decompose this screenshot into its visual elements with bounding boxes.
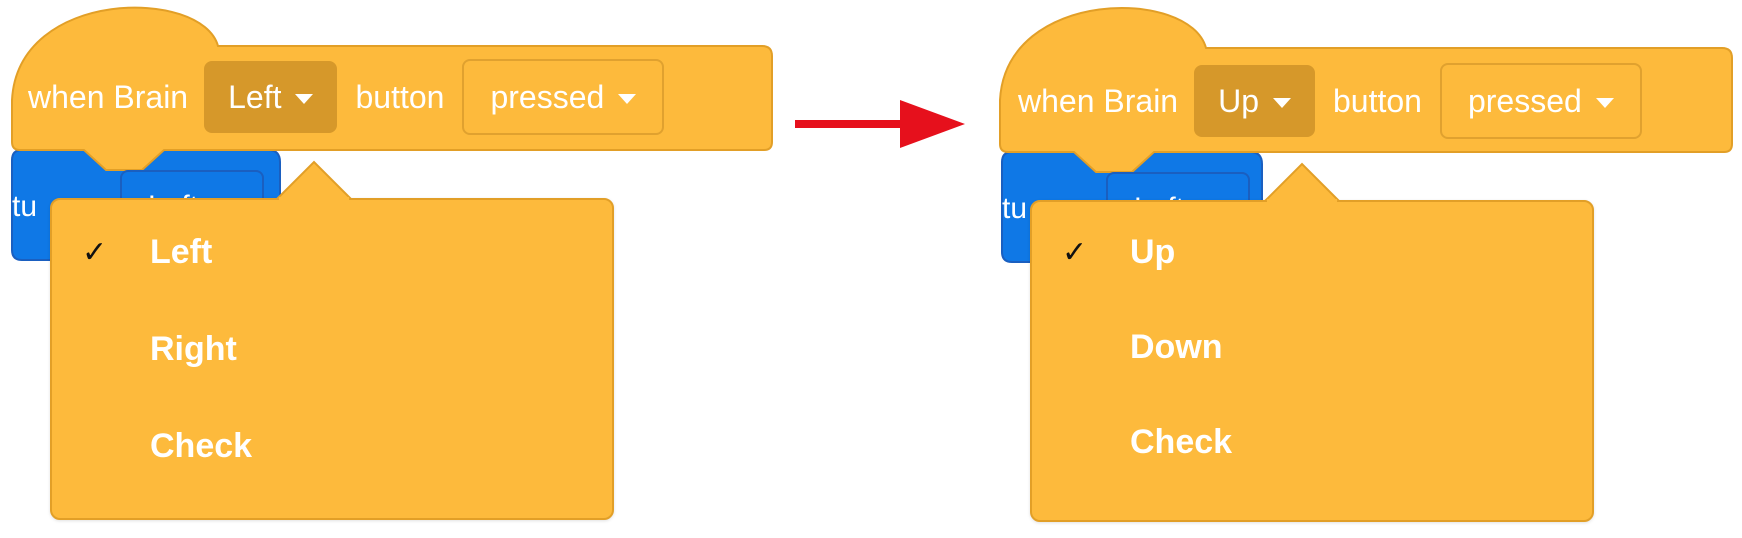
check-icon: ✓ xyxy=(1062,234,1088,270)
button-key-dropdown[interactable]: Up xyxy=(1194,65,1315,137)
turn-block-label: tu xyxy=(1002,192,1028,225)
event-dropdown[interactable]: pressed xyxy=(462,59,665,135)
menu-item-check[interactable]: Check xyxy=(52,411,612,481)
when-brain-label: when Brain xyxy=(28,78,189,115)
button-key-value: Left xyxy=(228,78,282,115)
menu-item-up[interactable]: ✓ Up xyxy=(1032,217,1592,287)
menu-item-check[interactable]: Check xyxy=(1032,407,1592,477)
event-value: pressed xyxy=(490,78,605,115)
menu-item-label: Check xyxy=(1130,422,1233,461)
before-panel: tu Left when Brain Left button pressed ✓… xyxy=(0,0,800,538)
event-dropdown[interactable]: pressed xyxy=(1439,63,1642,139)
button-key-value: Up xyxy=(1218,82,1259,119)
red-right-arrow-icon xyxy=(795,100,965,148)
button-key-dropdown[interactable]: Left xyxy=(204,61,338,133)
menu-item-label: Right xyxy=(150,329,237,368)
when-brain-label: when Brain xyxy=(1018,82,1179,119)
when-button-hat-block xyxy=(11,6,773,171)
menu-pointer xyxy=(1264,162,1340,205)
check-icon: ✓ xyxy=(82,234,108,270)
menu-item-label: Down xyxy=(1130,327,1223,366)
hat-block-content: when Brain Left button pressed xyxy=(28,59,665,135)
after-panel: tu Left when Brain Up button pressed ✓ U… xyxy=(990,0,1742,538)
caret-down-icon xyxy=(1273,98,1291,108)
menu-pointer xyxy=(276,160,352,203)
caret-down-icon xyxy=(1595,98,1614,108)
button-key-menu: ✓ Left Right Check xyxy=(50,198,614,520)
menu-item-label: Check xyxy=(150,426,253,465)
menu-item-right[interactable]: Right xyxy=(52,314,612,384)
button-label: button xyxy=(355,78,445,115)
menu-item-label: Left xyxy=(150,232,213,271)
button-key-menu: ✓ Up Down Check xyxy=(1030,200,1594,522)
when-button-hat-block xyxy=(999,7,1733,173)
event-value: pressed xyxy=(1467,82,1582,119)
caret-down-icon xyxy=(618,94,637,104)
caret-down-icon xyxy=(295,94,314,104)
menu-item-left[interactable]: ✓ Left xyxy=(52,217,612,287)
turn-block-label: tu xyxy=(12,190,38,223)
button-label: button xyxy=(1333,82,1422,119)
hat-block-content: when Brain Up button pressed xyxy=(1018,63,1642,139)
menu-item-down[interactable]: Down xyxy=(1032,312,1592,382)
menu-item-label: Up xyxy=(1130,232,1176,271)
